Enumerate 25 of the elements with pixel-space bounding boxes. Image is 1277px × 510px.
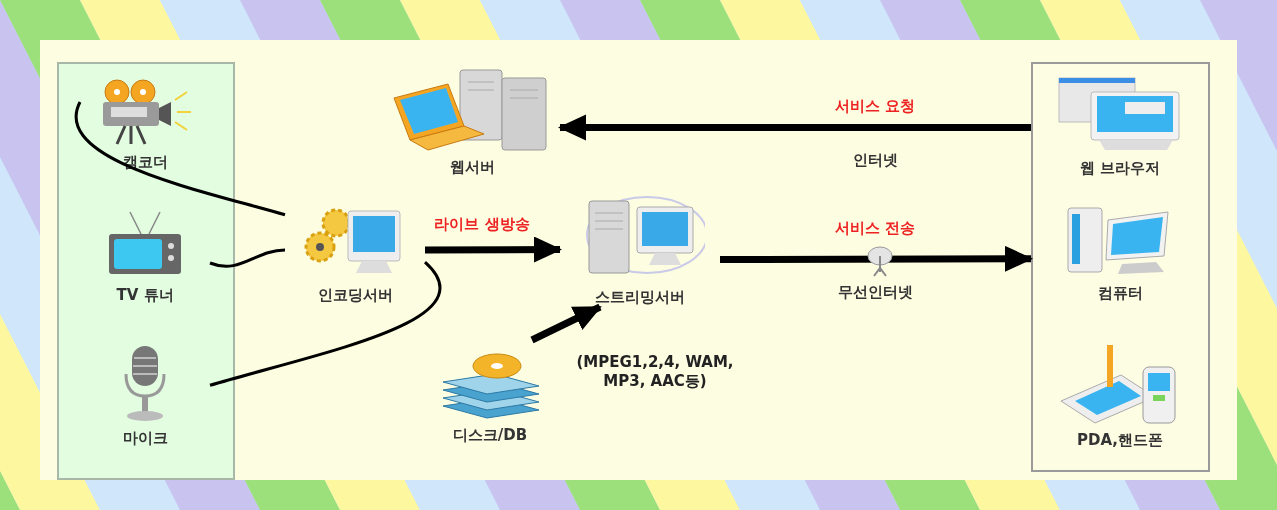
node-label: TV 튜너 xyxy=(116,286,174,305)
group-panel xyxy=(57,62,235,480)
edge-label: 서비스 요청 xyxy=(834,96,916,116)
cable-line xyxy=(209,248,286,268)
node-label: PDA,핸드폰 xyxy=(1077,431,1163,450)
cable-line xyxy=(74,101,286,217)
node-label: 웹서버 xyxy=(450,158,495,177)
arrow xyxy=(425,236,562,263)
edge-label: 라이브 생방송 xyxy=(434,214,530,234)
group-panel xyxy=(1031,62,1210,472)
text-label: 인터넷 xyxy=(852,149,898,171)
node-label: 웹 브라우저 xyxy=(1079,159,1161,178)
node-label: 스트리밍서버 xyxy=(595,288,685,307)
edge-label: (MPEG1,2,4, WAM, MP3, AAC등) xyxy=(575,353,735,391)
node-label: 디스크/DB xyxy=(452,426,528,445)
edge-label: 서비스 전송 xyxy=(834,218,916,238)
node-label: 마이크 xyxy=(122,429,168,448)
cable-line xyxy=(209,261,442,387)
node-label: 인코딩서버 xyxy=(317,286,393,305)
arrow xyxy=(720,245,1033,272)
text-label: 무선인터넷 xyxy=(837,281,913,303)
node-label: 캠코더 xyxy=(122,153,168,172)
arrow xyxy=(530,303,602,344)
arrow xyxy=(558,114,1031,141)
node-label: 컴퓨터 xyxy=(1097,284,1143,303)
